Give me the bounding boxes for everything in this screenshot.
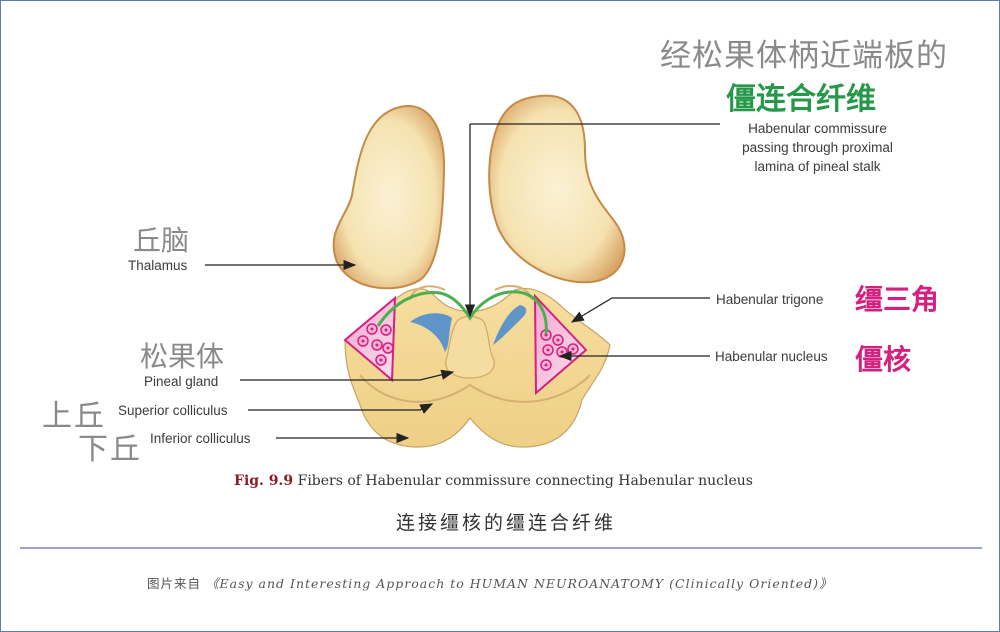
superior-cn-label: 上丘	[42, 399, 106, 434]
inferior-cn-label: 下丘	[78, 432, 142, 467]
commissure-label-line3: lamina of pineal stalk	[754, 159, 881, 174]
superior-colliculi-outline	[359, 374, 591, 403]
nucleus-cn-label: 僵核	[855, 343, 912, 376]
superior-colliculus-label: Superior colliculus	[118, 403, 228, 418]
figure-caption: Fig. 9.9 Fibers of Habenular commissure …	[234, 473, 753, 489]
pineal-gland-label: Pineal gland	[144, 374, 219, 389]
trigone-cn-label: 缰三角	[855, 283, 940, 316]
source-book-title: 《Easy and Interesting Approach to HUMAN …	[206, 576, 833, 591]
habenular-trigone-label: Habenular trigone	[716, 292, 824, 307]
figure-number: Fig. 9.9	[234, 473, 294, 489]
thalamus-label: Thalamus	[128, 258, 188, 273]
right-thalamus-shape	[488, 94, 626, 284]
habenular-nucleus-label: Habenular nucleus	[715, 349, 828, 364]
source-credit: 图片来自 《Easy and Interesting Approach to H…	[147, 573, 833, 592]
habenular-commissure-fiber	[376, 290, 548, 335]
pineal-cn-label: 松果体	[140, 340, 225, 373]
inferior-colliculus-label: Inferior colliculus	[150, 431, 251, 446]
divider-line	[20, 547, 982, 549]
superior-colliculus-arrow	[248, 403, 434, 414]
pineal-arrow	[240, 369, 455, 381]
commissure-label: Habenular commissure passing through pro…	[720, 119, 915, 176]
commissure-label-line1: Habenular commissure	[748, 121, 887, 136]
cn-caption: 连接缰核的缰连合纤维	[396, 512, 617, 534]
left-ventricle-shape	[410, 313, 452, 352]
pineal-gland-shape	[445, 315, 495, 379]
thalamus-cn-label: 丘脑	[133, 224, 190, 257]
right-ventricle-shape	[493, 305, 527, 345]
cn-title-green: 僵连合纤维	[726, 82, 876, 117]
left-thalamus-shape	[332, 104, 446, 290]
trigone-arrow	[570, 297, 710, 323]
commissure-label-line2: passing through proximal	[742, 140, 893, 155]
source-prefix: 图片来自	[147, 576, 202, 591]
figure-caption-text: Fibers of Habenular commissure connectin…	[293, 473, 753, 489]
cn-subtitle: 经松果体柄近端板的	[660, 38, 948, 74]
